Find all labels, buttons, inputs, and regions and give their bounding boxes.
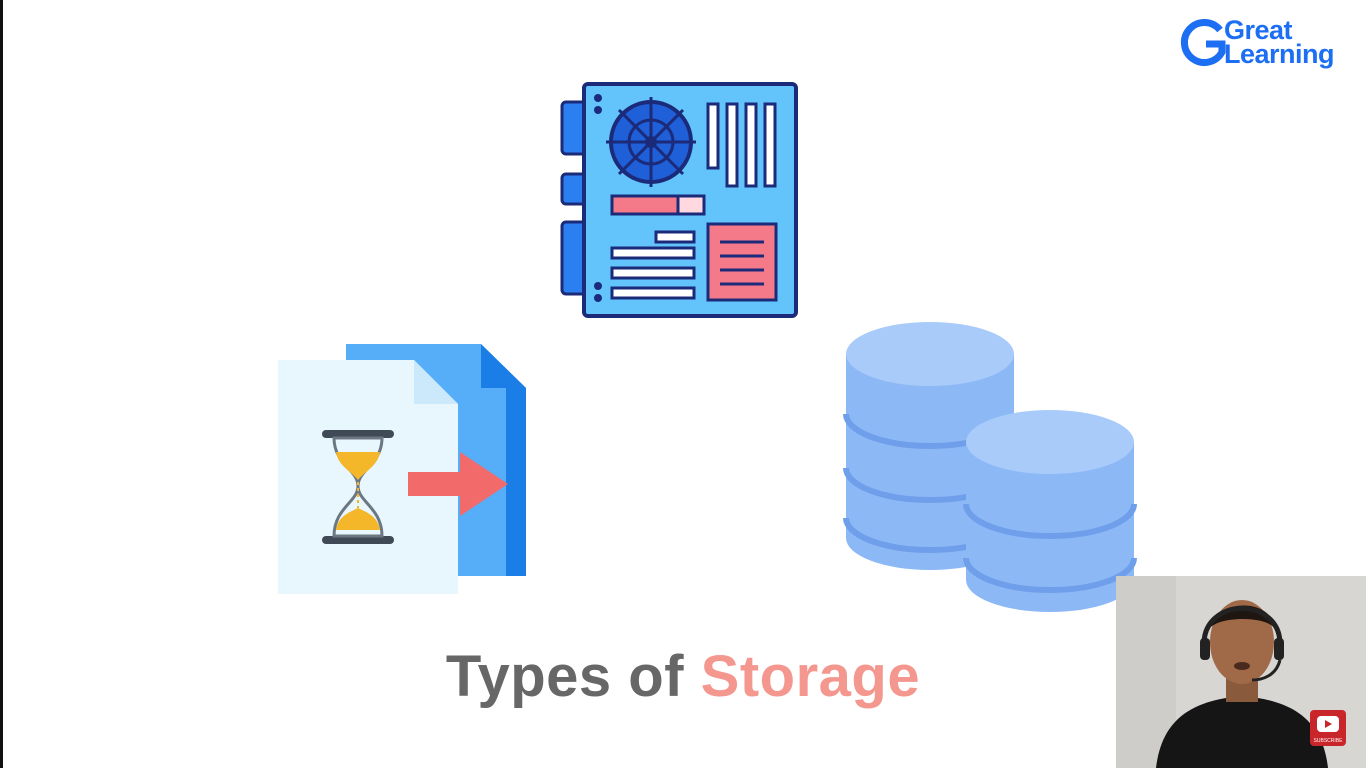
presenter-webcam: SUBSCRIBE	[1116, 576, 1366, 768]
subscribe-badge-icon[interactable]: SUBSCRIBE	[1310, 710, 1346, 746]
subscribe-label: SUBSCRIBE	[1314, 738, 1344, 744]
logo-text: Great Learning	[1224, 15, 1335, 69]
left-edge-border	[0, 0, 3, 768]
logo-g-icon	[1180, 19, 1226, 66]
logo-line1: Great	[1224, 15, 1293, 45]
temporary-file-transfer-icon	[278, 344, 526, 594]
motherboard-icon	[560, 82, 798, 318]
slide-title-part2: Storage	[700, 644, 921, 709]
slide-title: Types of Storage	[0, 644, 1366, 710]
database-icon	[843, 322, 1137, 612]
logo-line2: Learning	[1224, 39, 1335, 69]
great-learning-logo: Great Learning	[1180, 15, 1350, 70]
slide-title-part1: Types of	[445, 644, 685, 709]
